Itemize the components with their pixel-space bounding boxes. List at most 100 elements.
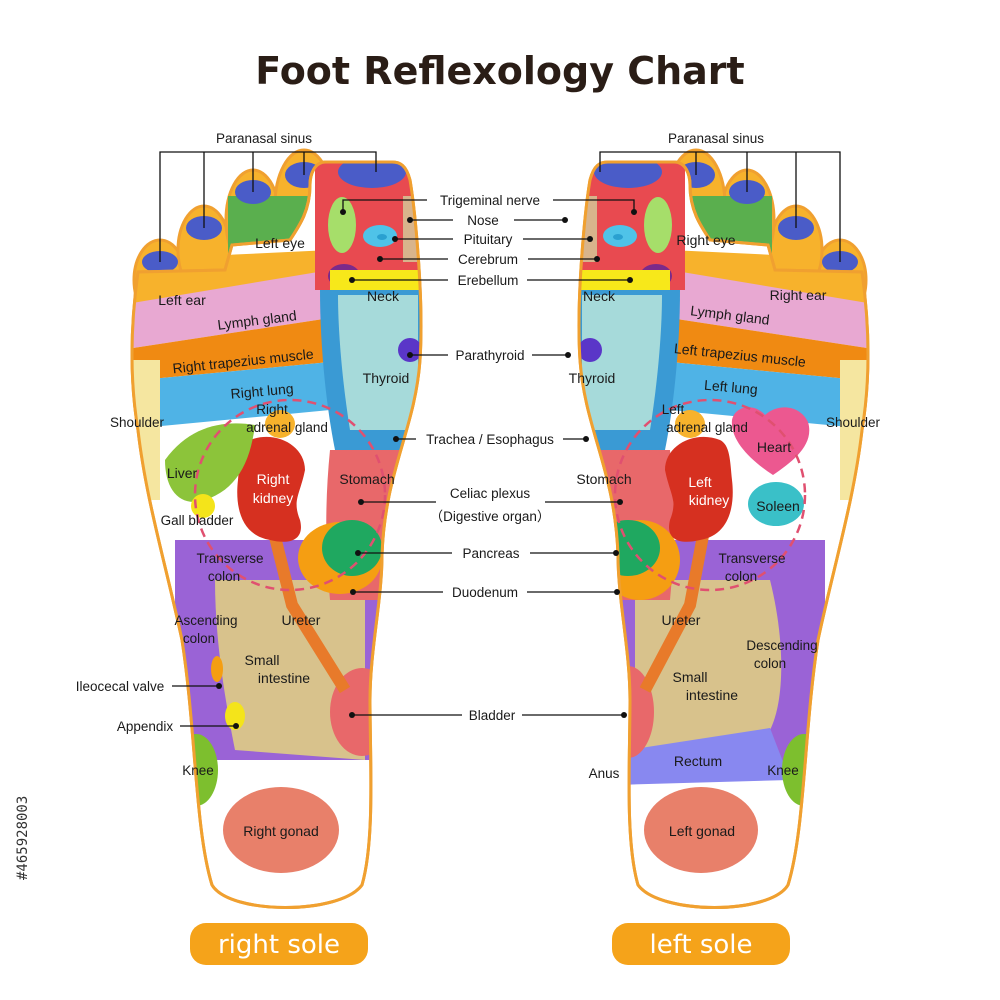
dot — [565, 352, 571, 358]
left-sole-border — [577, 160, 870, 909]
label-trachea-esophagus: Trachea / Esophagus — [426, 432, 554, 447]
left-small-intestine-zone — [635, 580, 782, 750]
dot — [587, 236, 593, 242]
dot — [377, 256, 383, 262]
left-rectum-zone — [615, 728, 790, 785]
label-erebellum: Erebellum — [458, 273, 519, 288]
right-sole-label: right sole — [218, 930, 340, 960]
dot — [216, 683, 222, 689]
dot — [349, 277, 355, 283]
right-thyroid-zone — [338, 295, 418, 430]
left-foot-labels: Paranasal sinus Right eye Right ear Lymp… — [569, 131, 881, 839]
right-sole-foot — [130, 148, 423, 909]
right-trigeminal-zone — [328, 197, 356, 253]
label-pancreas: Pancreas — [462, 546, 519, 561]
left-gonad-zone — [644, 787, 758, 873]
left-label-knee: Knee — [767, 763, 799, 778]
left-big-toe-sinus — [594, 162, 662, 188]
left-shoulder-zone — [840, 360, 869, 500]
right-gall-bladder-zone — [191, 494, 215, 518]
right-label-ureter: Ureter — [282, 612, 321, 628]
right-sole-badge-bg — [190, 923, 368, 965]
dot — [621, 712, 627, 718]
right-label-shoulder: Shoulder — [110, 415, 165, 430]
stock-id-watermark: #465928003 — [15, 796, 31, 880]
right-pituitary-core — [377, 234, 387, 240]
right-celiac-dashed-circle — [193, 398, 387, 592]
left-label-descending-2: colon — [754, 656, 786, 671]
left-label-thyroid: Thyroid — [569, 370, 616, 386]
left-label-ureter: Ureter — [662, 612, 701, 628]
right-label-gonad: Right gonad — [243, 823, 319, 839]
left-label-transverse-1: Transverse — [718, 551, 785, 566]
right-label-transverse-2: colon — [208, 569, 240, 584]
left-sinus-bracket — [599, 151, 841, 262]
right-adrenal-zone — [265, 410, 295, 438]
right-sole-border — [130, 160, 423, 909]
left-lymph-band — [670, 270, 869, 350]
left-celiac-dashed-circle — [613, 398, 807, 592]
left-label-small-2: intestine — [686, 687, 738, 703]
right-label-thyroid: Thyroid — [363, 370, 410, 386]
left-lung-band — [670, 362, 869, 430]
left-heart-zone — [731, 407, 810, 475]
right-label-ileocecal: Ileocecal valve — [76, 679, 165, 694]
left-kidney-zone — [665, 436, 733, 542]
right-label-ascending-1: Ascending — [174, 613, 237, 628]
right-parathyroid-zone — [398, 338, 421, 362]
right-trigeminal-leader — [342, 199, 427, 212]
left-label-neck: Neck — [583, 288, 616, 304]
right-foot-labels: Paranasal sinus Left eye Left ear Lymph … — [76, 131, 410, 839]
dot — [233, 723, 239, 729]
label-pituitary: Pituitary — [464, 232, 513, 247]
chart-title: Foot Reflexology Chart — [255, 49, 744, 93]
dot — [355, 550, 361, 556]
right-label-appendix: Appendix — [117, 719, 174, 734]
left-pituitary-core — [613, 234, 623, 240]
right-label-eye: Left eye — [255, 235, 305, 251]
left-label-gonad: Left gonad — [669, 823, 735, 839]
left-parathyroid-zone — [579, 338, 602, 362]
label-cerebrum: Cerebrum — [458, 252, 518, 267]
right-big-toe-sinus — [338, 162, 406, 188]
center-labels: Trigeminal nerve Nose Pituitary Cerebrum… — [426, 193, 554, 723]
left-label-ear: Right ear — [770, 287, 827, 303]
right-label-liver: Liver — [167, 465, 198, 481]
leader-lines — [159, 151, 841, 727]
left-label-stomach: Stomach — [576, 471, 631, 487]
left-sole-foot — [577, 148, 870, 909]
left-label-kidney-2: kidney — [689, 492, 729, 508]
left-label-heart: Heart — [757, 439, 791, 455]
dot — [583, 436, 589, 442]
right-label-lung: Right lung — [230, 380, 294, 401]
left-trigeminal-leader — [553, 199, 635, 212]
dot — [631, 209, 637, 215]
dot — [392, 236, 398, 242]
left-label-spleen: Soleen — [756, 498, 800, 514]
label-nose: Nose — [467, 213, 499, 228]
right-label-kidney-2: kidney — [253, 490, 293, 506]
right-small-intestine-zone — [215, 580, 365, 760]
right-pancreas-zone — [322, 520, 382, 576]
left-label-eye: Right eye — [676, 232, 735, 248]
label-duodenum: Duodenum — [452, 585, 518, 600]
right-lymph-band — [131, 270, 330, 350]
left-label-lung: Left lung — [704, 377, 759, 398]
dot — [613, 550, 619, 556]
label-celiac-plexus: Celiac plexus — [450, 486, 531, 501]
right-label-small-1: Small — [244, 652, 279, 668]
dot — [349, 712, 355, 718]
left-label-paranasal-sinus: Paranasal sinus — [668, 131, 764, 146]
label-digestive-organ: （Digestive organ） — [430, 509, 551, 524]
left-label-adrenal-1: Left — [662, 402, 685, 417]
right-label-small-2: intestine — [258, 670, 310, 686]
right-ureter-zone — [266, 523, 351, 694]
right-label-neck: Neck — [367, 288, 400, 304]
dot — [562, 217, 568, 223]
right-label-stomach: Stomach — [339, 471, 394, 487]
left-trapezius-band — [670, 318, 869, 382]
dot — [627, 277, 633, 283]
right-appendix-zone — [225, 702, 245, 730]
